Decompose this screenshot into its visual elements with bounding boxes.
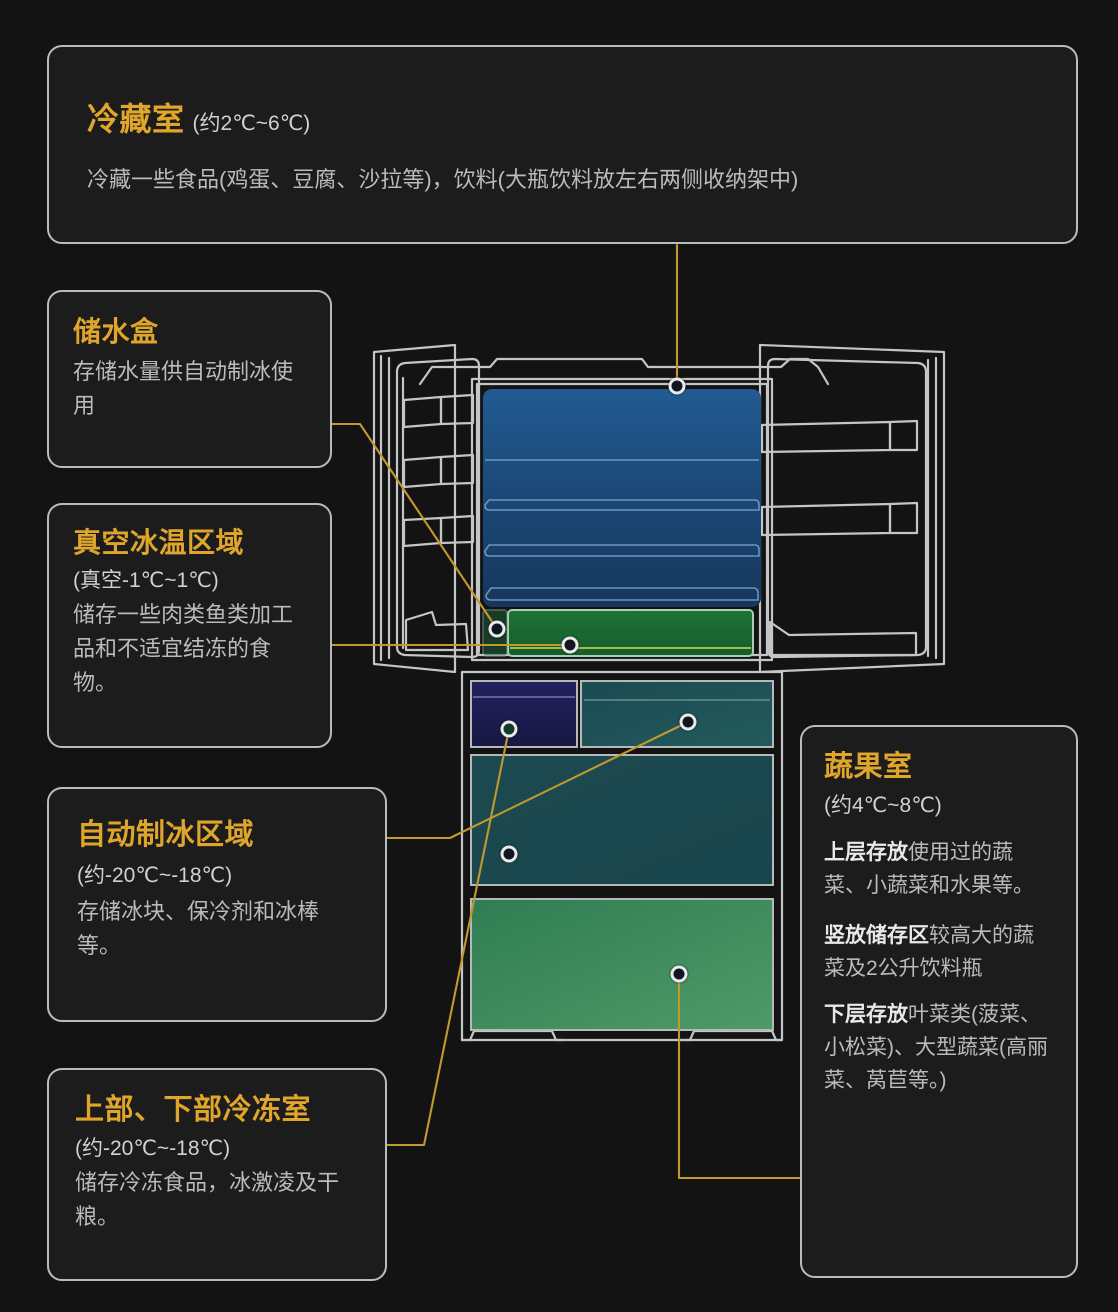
marker-veg-lower[interactable] — [670, 965, 688, 983]
cabinet-top-edge — [418, 357, 830, 386]
vegetable-title: 蔬果室 — [824, 751, 913, 783]
fridge-compartment-fill — [483, 389, 761, 607]
water-box-title: 储水盒 — [73, 316, 159, 347]
ice-maker-temp: (约-20℃~-18℃) — [77, 864, 233, 888]
marker-freezer[interactable] — [500, 845, 518, 863]
vacuum-zone-fill — [482, 609, 754, 657]
info-card-ice-maker: 自动制冰区域 (约-20℃~-18℃) 存储冰块、保冷剂和冰棒等。 — [47, 787, 387, 1022]
left-door-outline — [372, 343, 481, 674]
marker-water-box[interactable] — [488, 620, 506, 638]
vegetable-para-upper-label: 上层存放 — [824, 841, 908, 865]
ice-maker-title: 自动制冰区域 — [77, 819, 255, 851]
vegetable-para-upper: 上层存放使用过的蔬菜、小蔬菜和水果等。 — [824, 837, 1054, 902]
info-card-water-box: 储水盒 存储水量供自动制冰使用 — [47, 290, 332, 468]
ice-maker-body: 存储冰块、保冷剂和冰棒等。 — [77, 899, 320, 959]
right-door-outline — [758, 343, 946, 674]
fridge-body: 冷藏一些食品(鸡蛋、豆腐、沙拉等)，饮料(大瓶饮料放左右两侧收纳架中) — [87, 167, 799, 192]
info-card-freezer: 上部、下部冷冻室 (约-20℃~-18℃) 储存冷冻食品，冰激凌及干粮。 — [47, 1068, 387, 1281]
vegetable-para-lower-label: 下层存放 — [824, 1003, 908, 1027]
vacuum-title: 真空冰温区域 — [73, 527, 245, 558]
info-card-fridge: 冷藏室 (约2℃~6℃) 冷藏一些食品(鸡蛋、豆腐、沙拉等)，饮料(大瓶饮料放左右… — [47, 45, 1078, 244]
marker-vacuum[interactable] — [561, 636, 579, 654]
marker-veg-upper[interactable] — [679, 713, 697, 731]
fridge-header: 冷藏室 (约2℃~6℃) — [87, 99, 1038, 139]
info-card-vacuum: 真空冰温区域 (真空-1℃~1℃) 储存一些肉类鱼类加工品和不适宜结冻的食物。 — [47, 503, 332, 748]
water-box-body: 存储水量供自动制冰使用 — [73, 359, 294, 419]
vegetable-para-lower: 下层存放叶菜类(菠菜、小松菜)、大型蔬菜(高丽菜、莴苣等。) — [824, 999, 1054, 1097]
vegetable-para-vertical-label: 竖放储存区 — [824, 924, 929, 948]
info-card-vegetable: 蔬果室 (约4℃~8℃) 上层存放使用过的蔬菜、小蔬菜和水果等。 竖放储存区较高… — [800, 725, 1078, 1278]
freezer-body: 储存冷冻食品，冰激凌及干粮。 — [75, 1170, 340, 1230]
vegetable-para-vertical-text: 较高大的蔬菜及2公升饮料瓶 — [824, 924, 1034, 980]
marker-ice-maker[interactable] — [500, 720, 518, 738]
marker-fridge[interactable] — [668, 377, 686, 395]
fridge-title: 冷藏室 — [87, 101, 185, 137]
vacuum-temp: (真空-1℃~1℃) — [73, 569, 219, 592]
vegetable-temp: (约4℃~8℃) — [824, 794, 942, 818]
freezer-temp: (约-20℃~-18℃) — [75, 1137, 231, 1161]
vegetable-para-upper-text: 使用过的蔬菜、小蔬菜和水果等。 — [824, 841, 1034, 897]
vegetable-para-vertical: 竖放储存区较高大的蔬菜及2公升饮料瓶 — [824, 920, 1054, 985]
vacuum-body: 储存一些肉类鱼类加工品和不适宜结冻的食物。 — [73, 602, 294, 696]
vegetable-para-lower-text: 叶菜类(菠菜、小松菜)、大型蔬菜(高丽菜、莴苣等。) — [824, 1003, 1048, 1092]
fridge-temp: (约2℃~6℃) — [192, 112, 311, 135]
freezer-title: 上部、下部冷冻室 — [75, 1094, 312, 1126]
